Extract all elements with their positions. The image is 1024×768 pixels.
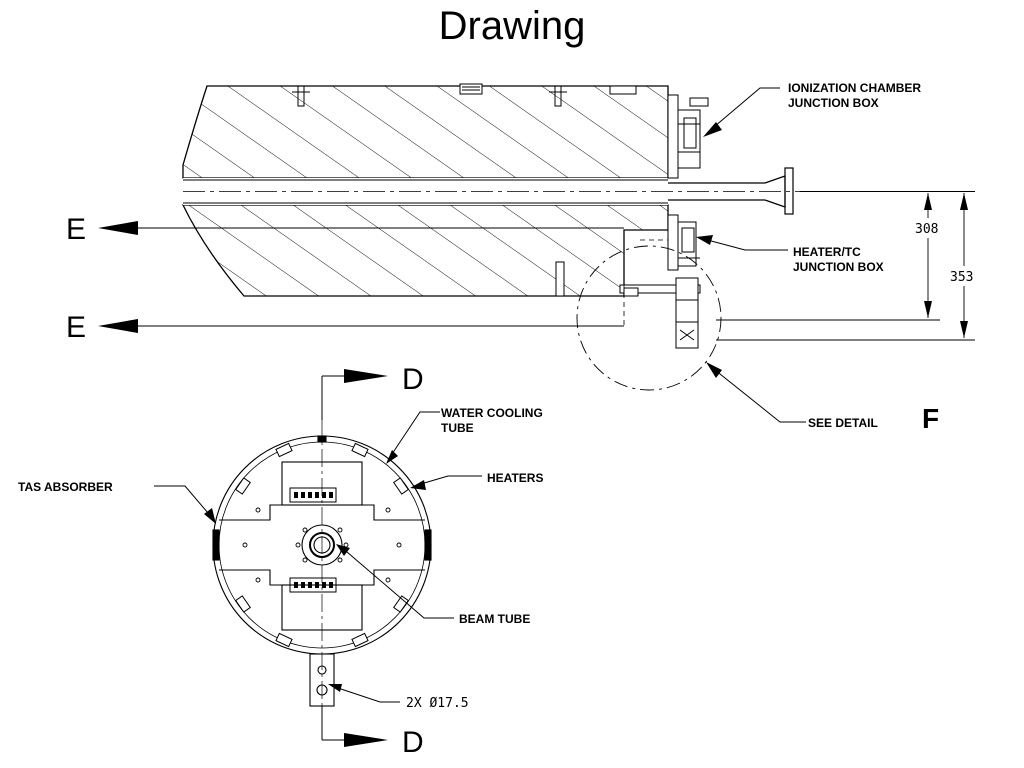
side-view-arrowheads: [696, 122, 722, 378]
bolt-holes: [242, 507, 402, 583]
section-e-top-label: E: [66, 213, 86, 246]
label-heaters: HEATERS: [487, 471, 543, 485]
label-water-cooling-1: WATER COOLING: [441, 406, 543, 420]
absorber-lower-section: [181, 204, 669, 297]
dimension-308: 308: [915, 222, 938, 237]
section-d-bottom-label: D: [402, 726, 424, 759]
heater-clips: [235, 442, 409, 648]
label-water-cooling-2: TUBE: [441, 421, 474, 435]
section-e-markers: [98, 221, 624, 333]
section-d-markers: [321, 369, 388, 747]
label-ionization-chamber-2: JUNCTION BOX: [788, 96, 879, 110]
beam-tube-side: [183, 167, 900, 215]
side-section-view: [181, 83, 900, 391]
label-tas-absorber: TAS ABSORBER: [18, 480, 113, 494]
heater-tc-junction-box: [667, 214, 700, 271]
label-see-detail: SEE DETAIL: [808, 416, 878, 430]
front-end-view: [212, 420, 432, 740]
dimension-353: 353: [950, 270, 973, 285]
dimension-lines: [716, 191, 975, 341]
label-heater-tc-1: HEATER/TC: [793, 245, 861, 259]
label-beam-tube: BEAM TUBE: [459, 612, 530, 626]
connector-pins: [294, 492, 333, 588]
dimension-arrows: [924, 193, 968, 338]
label-holes: 2X Ø17.5: [406, 696, 469, 711]
ionization-chamber-junction-box: [667, 94, 709, 179]
top-fittings: [292, 83, 637, 297]
section-d-top-label: D: [402, 363, 424, 396]
front-view-leaders: [154, 411, 482, 703]
detail-f-bracket: [619, 277, 701, 349]
label-ionization-chamber-1: IONIZATION CHAMBER: [788, 81, 921, 95]
page-title: Drawing: [438, 4, 586, 48]
detail-f-circle: [576, 245, 722, 391]
side-view-leaders: [699, 87, 806, 423]
label-detail-letter: F: [922, 403, 939, 434]
absorber-upper-section: [182, 85, 669, 179]
front-view-arrowheads: [204, 450, 426, 692]
section-e-bottom-label: E: [66, 311, 86, 344]
label-heater-tc-2: JUNCTION BOX: [793, 260, 884, 274]
